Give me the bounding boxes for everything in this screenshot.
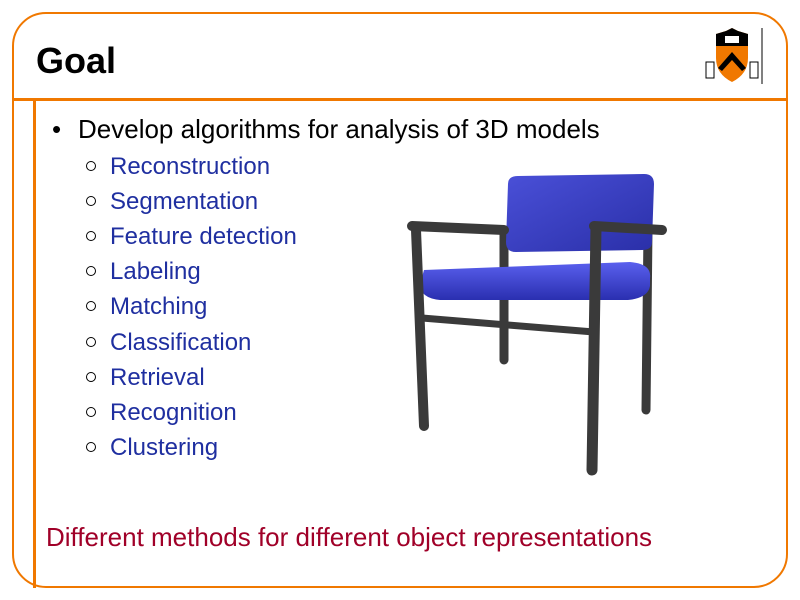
circle-bullet-icon (86, 371, 96, 382)
circle-bullet-icon (86, 441, 96, 452)
list-item: Retrieval (86, 364, 205, 392)
list-item: Recognition (86, 399, 237, 427)
list-item: Clustering (86, 434, 218, 462)
list-item-text: Matching (110, 293, 208, 320)
circle-bullet-icon (86, 336, 96, 347)
list-item: Feature detection (86, 223, 297, 251)
list-item-text: Reconstruction (110, 153, 271, 180)
list-item-text: Labeling (110, 258, 201, 285)
list-item: Reconstruction (86, 153, 270, 181)
circle-bullet-icon (86, 160, 96, 171)
list-item-text: Classification (110, 329, 252, 356)
bullet-icon: • (52, 114, 62, 144)
footer-note: Different methods for different object r… (46, 522, 653, 552)
princeton-shield-logo (705, 28, 763, 84)
list-item-text: Recognition (110, 399, 237, 426)
circle-bullet-icon (86, 300, 96, 311)
left-rule (33, 99, 36, 588)
main-bullet: • Develop algorithms for analysis of 3D m… (52, 114, 600, 145)
list-item-text: Retrieval (110, 364, 205, 391)
list-item: Classification (86, 329, 251, 357)
slide-frame (12, 12, 788, 588)
list-item: Matching (86, 293, 207, 321)
list-item: Labeling (86, 258, 201, 286)
list-item-text: Segmentation (110, 188, 259, 215)
main-bullet-text: Develop algorithms for analysis of 3D mo… (78, 114, 600, 144)
chair-3d-model-image (407, 174, 667, 476)
circle-bullet-icon (86, 195, 96, 206)
circle-bullet-icon (86, 265, 96, 276)
slide-title: Goal (36, 40, 117, 81)
circle-bullet-icon (86, 230, 96, 241)
circle-bullet-icon (86, 406, 96, 417)
list-item: Segmentation (86, 188, 258, 216)
title-divider (13, 98, 788, 101)
list-item-text: Clustering (110, 434, 219, 461)
list-item-text: Feature detection (110, 223, 297, 250)
